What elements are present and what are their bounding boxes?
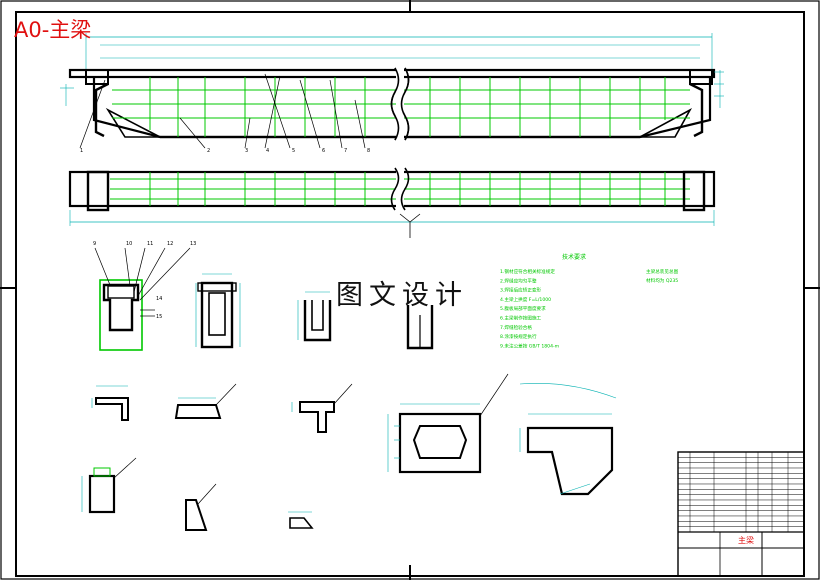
part-label-number: 14 [156, 296, 162, 302]
tech-note-line: 4.主梁上拱度 F=L/1000 [500, 296, 551, 303]
part-label-number: 3 [245, 148, 248, 154]
title-block: 主梁 [677, 451, 805, 577]
part-label-number: 4 [266, 148, 269, 154]
tech-note-line: 8.涂漆按规定执行 [500, 333, 537, 340]
part-label-number: 9 [93, 241, 96, 247]
section-view-3 [297, 291, 332, 342]
part-label-number: 7 [344, 148, 347, 154]
tech-notes-heading: 技术要求 [562, 253, 586, 261]
title-block-drawing-title: 主梁 [738, 535, 754, 545]
detail-part-rib [185, 483, 217, 531]
part-label-number: 8 [367, 148, 370, 154]
part-label-number: 15 [156, 314, 162, 320]
tech-note-side-line: 主梁总装见总图 [646, 268, 679, 275]
part-label-number: 12 [167, 241, 173, 247]
part-label-number: 6 [322, 148, 325, 154]
main-beam-front-view [60, 33, 724, 149]
detail-part-angle [91, 385, 129, 421]
part-label-number: 2 [207, 148, 210, 154]
detail-part-plate [174, 383, 237, 419]
detail-part-box [81, 457, 137, 514]
watermark-text: 图文设计 [336, 280, 468, 311]
section-view-2 [195, 273, 241, 349]
tech-note-line: 3.焊接后应矫正变形 [500, 287, 542, 294]
part-label-number: 1 [80, 148, 83, 154]
detail-part-gusset [519, 382, 617, 496]
detail-part-flange-plate [387, 373, 509, 474]
part-label-number: 11 [147, 241, 153, 247]
section-box-view [94, 247, 191, 351]
tech-note-line: 5.腹板局部平面度要求 [500, 305, 546, 312]
tech-note-line: 7.焊缝检验合格 [500, 324, 532, 331]
tech-notes-block: 技术要求 1.钢材应符合相关标准规定 2.焊缝应均匀平整 3.焊接后应矫正变形 4.主梁… [500, 253, 679, 349]
tech-note-line: 6.主梁制作按图施工 [500, 315, 542, 322]
part-label-number: 13 [190, 241, 196, 247]
part-label-number: 5 [292, 148, 295, 154]
detail-part-small [288, 511, 314, 529]
section-view-4 [406, 305, 434, 350]
sheet-size-label: A0-主梁 [14, 18, 92, 42]
main-beam-top-view [68, 166, 716, 238]
detail-part-bracket [291, 383, 353, 433]
tech-note-line: 2.焊缝应均匀平整 [500, 277, 537, 284]
part-label-number: 10 [126, 241, 132, 247]
tech-note-side-line: 材料均为 Q235 [646, 277, 678, 284]
tech-note-line: 1.钢材应符合相关标准规定 [500, 268, 555, 275]
tech-note-line: 9.未注公差按 GB/T 1804-m [500, 342, 560, 349]
